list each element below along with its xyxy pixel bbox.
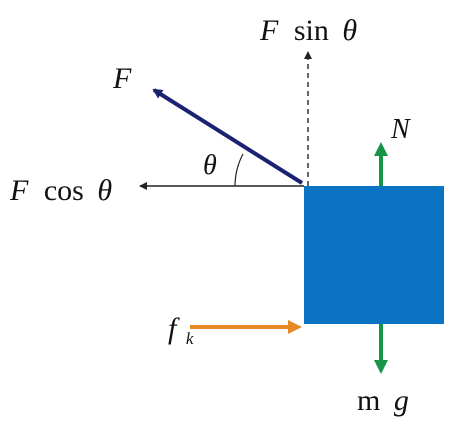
label-normal-force: N: [390, 114, 411, 145]
label-f-sin-theta: F sin θ: [259, 14, 357, 47]
label-f-cos-theta: F cos θ: [9, 174, 112, 207]
label-applied-force: F: [112, 62, 132, 95]
theta-angle-arc: [234, 153, 244, 187]
label-theta: θ: [203, 150, 217, 181]
label-friction: f k: [168, 312, 194, 348]
block: [304, 186, 444, 324]
label-weight: m g: [357, 384, 409, 417]
applied-force-arrow: [152, 88, 304, 185]
